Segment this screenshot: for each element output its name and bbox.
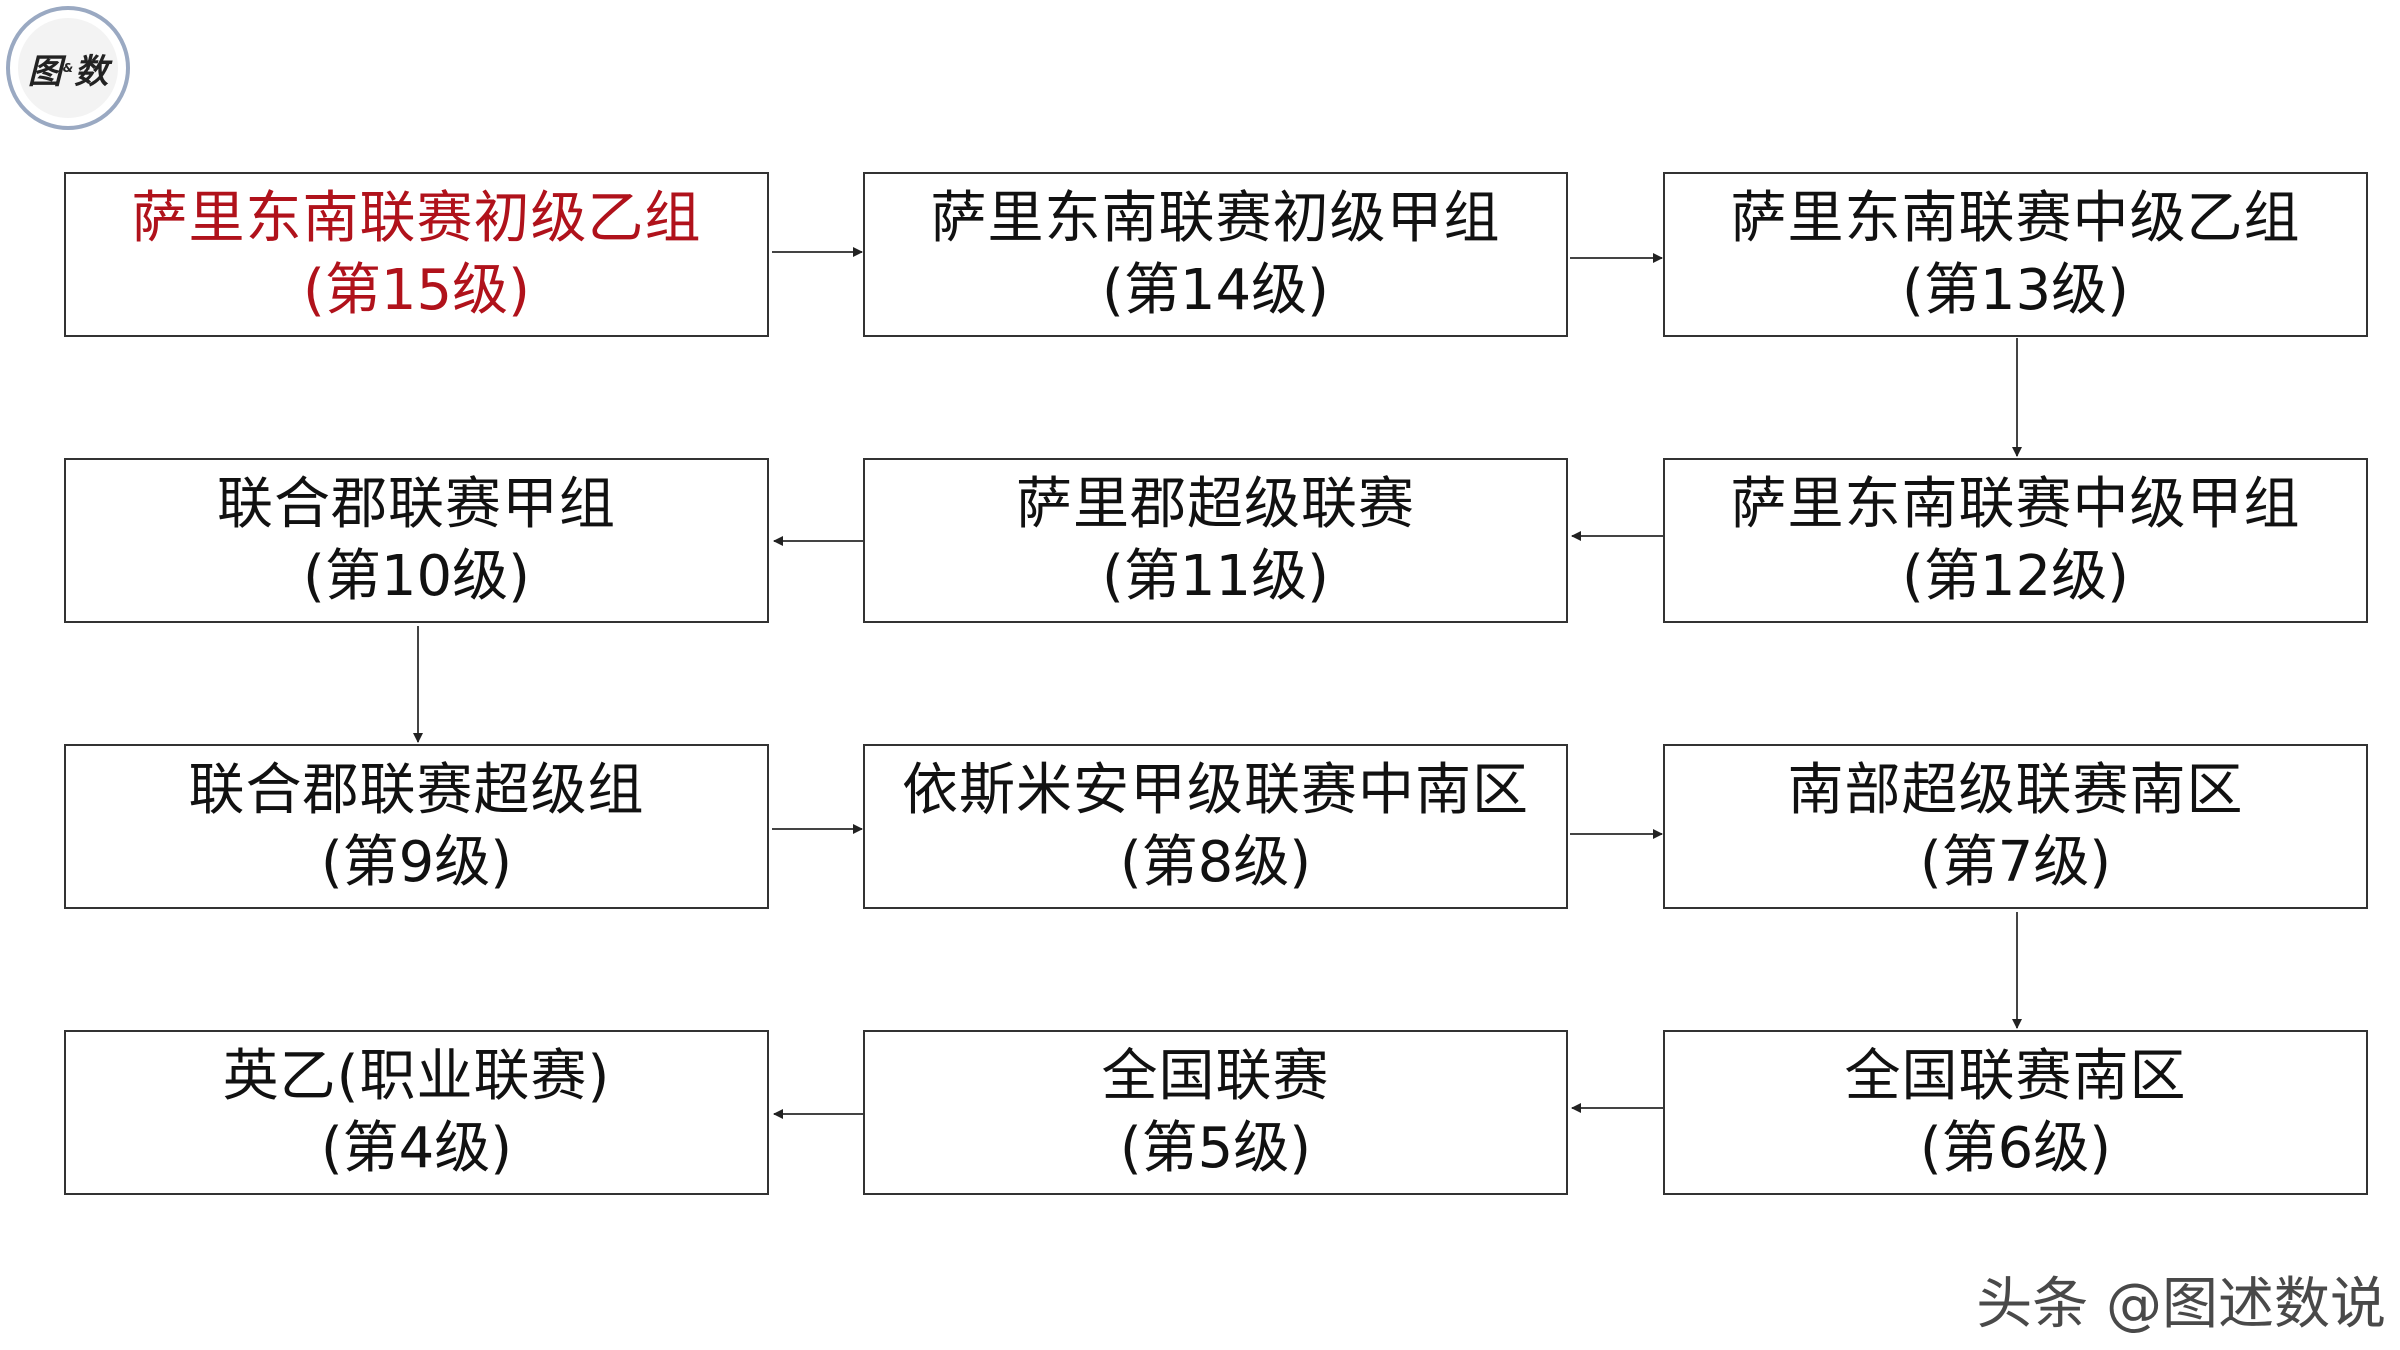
league-box-tier-15: 萨里东南联赛初级乙组 (第15级) bbox=[64, 172, 769, 337]
league-name: 联合郡联赛甲组 bbox=[217, 471, 616, 537]
logo-text: 图&数 bbox=[18, 18, 118, 118]
league-box-tier-13: 萨里东南联赛中级乙组 (第13级) bbox=[1663, 172, 2368, 337]
league-tier: (第8级) bbox=[1119, 829, 1312, 895]
league-name: 英乙(职业联赛) bbox=[222, 1043, 611, 1109]
league-name: 萨里东南联赛中级乙组 bbox=[1730, 185, 2301, 251]
league-name: 萨里郡超级联赛 bbox=[1016, 471, 1415, 537]
league-name: 萨里东南联赛中级甲组 bbox=[1730, 471, 2301, 537]
league-tier: (第7级) bbox=[1919, 829, 2112, 895]
league-box-tier-4: 英乙(职业联赛) (第4级) bbox=[64, 1030, 769, 1195]
league-name: 萨里东南联赛初级甲组 bbox=[930, 185, 1501, 251]
league-tier: (第10级) bbox=[303, 543, 530, 609]
league-box-tier-8: 依斯米安甲级联赛中南区 (第8级) bbox=[863, 744, 1568, 909]
league-tier: (第12级) bbox=[1902, 543, 2129, 609]
league-box-tier-5: 全国联赛 (第5级) bbox=[863, 1030, 1568, 1195]
league-tier: (第14级) bbox=[1102, 257, 1329, 323]
league-name: 南部超级联赛南区 bbox=[1787, 757, 2244, 823]
league-box-tier-11: 萨里郡超级联赛 (第11级) bbox=[863, 458, 1568, 623]
logo-badge: 图&数 bbox=[6, 6, 130, 130]
watermark: 头条 @图述数说 bbox=[1976, 1272, 2386, 1337]
league-tier: (第4级) bbox=[320, 1115, 513, 1181]
league-name: 依斯米安甲级联赛中南区 bbox=[902, 757, 1529, 823]
league-box-tier-7: 南部超级联赛南区 (第7级) bbox=[1663, 744, 2368, 909]
league-tier: (第15级) bbox=[303, 257, 530, 323]
league-box-tier-9: 联合郡联赛超级组 (第9级) bbox=[64, 744, 769, 909]
league-box-tier-6: 全国联赛南区 (第6级) bbox=[1663, 1030, 2368, 1195]
league-name: 萨里东南联赛初级乙组 bbox=[131, 185, 702, 251]
league-box-tier-14: 萨里东南联赛初级甲组 (第14级) bbox=[863, 172, 1568, 337]
league-tier: (第5级) bbox=[1119, 1115, 1312, 1181]
league-name: 全国联赛南区 bbox=[1844, 1043, 2187, 1109]
league-box-tier-10: 联合郡联赛甲组 (第10级) bbox=[64, 458, 769, 623]
league-tier: (第9级) bbox=[320, 829, 513, 895]
league-name: 联合郡联赛超级组 bbox=[188, 757, 645, 823]
league-box-tier-12: 萨里东南联赛中级甲组 (第12级) bbox=[1663, 458, 2368, 623]
league-tier: (第6级) bbox=[1919, 1115, 2112, 1181]
league-tier: (第11级) bbox=[1102, 543, 1329, 609]
league-tier: (第13级) bbox=[1902, 257, 2129, 323]
league-name: 全国联赛 bbox=[1101, 1043, 1330, 1109]
